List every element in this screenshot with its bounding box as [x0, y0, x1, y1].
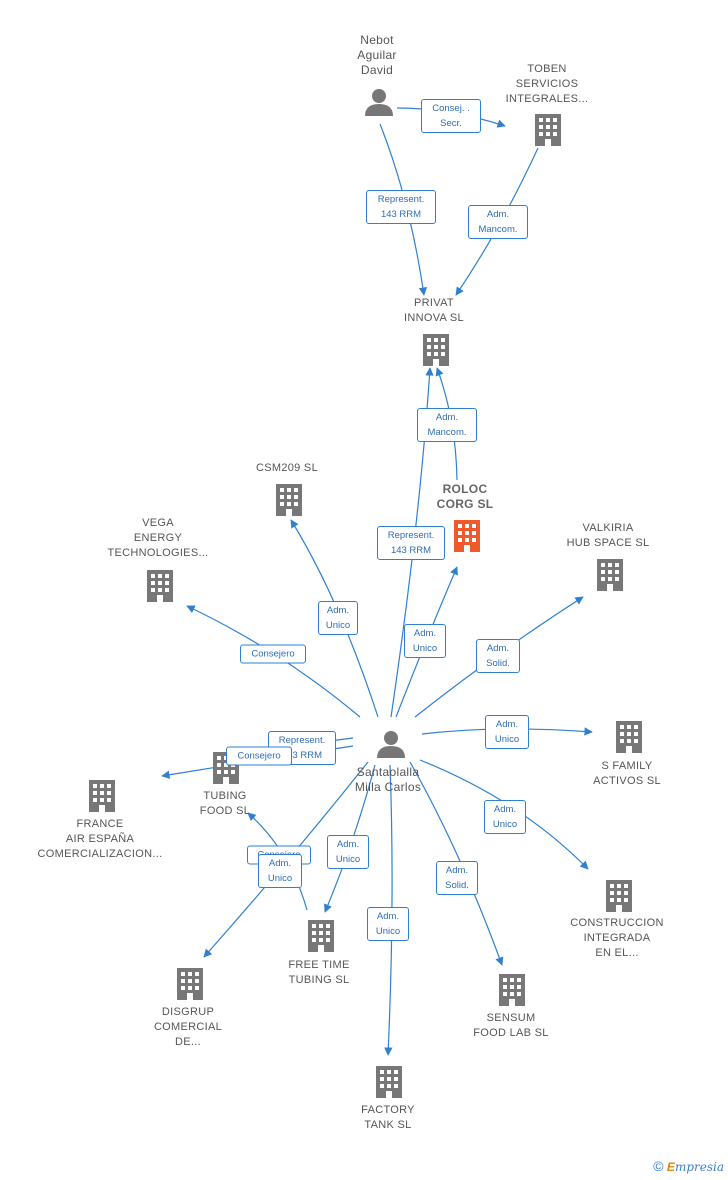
edge-label-sant-factory[interactable]: Adm. Unico — [367, 907, 409, 941]
building-icon-vega[interactable] — [147, 570, 173, 602]
building-icon-construccion[interactable] — [606, 880, 632, 912]
edge-label-sant-csm209[interactable]: Adm. Unico — [318, 601, 358, 635]
edge-sant-sensum — [409, 761, 504, 966]
building-icon-sfamily[interactable] — [616, 721, 642, 753]
node-label-freetime[interactable]: FREE TIME TUBING SL — [288, 959, 350, 986]
building-icon-toben[interactable] — [535, 114, 561, 146]
node-label-tubing[interactable]: TUBING FOOD SL — [199, 790, 251, 817]
copyright-icon: © — [653, 1158, 664, 1174]
edge-label-nebot-privat[interactable]: Represent. 143 RRM — [366, 190, 436, 224]
edge-label-sant-roloc[interactable]: Adm. Unico — [404, 624, 446, 658]
brand-name: mpresia — [674, 1160, 724, 1174]
edge-label-sant-france[interactable]: Consejero — [226, 746, 292, 766]
node-label-csm209[interactable]: CSM209 SL — [255, 462, 318, 474]
person-icon-nebot[interactable] — [365, 89, 393, 116]
node-label-factory[interactable]: FACTORY TANK SL — [361, 1104, 415, 1131]
edge-label-sant-construccion[interactable]: Adm. Unico — [484, 800, 526, 834]
node-label-vega[interactable]: VEGA ENERGY TECHNOLOGIES... — [107, 517, 209, 559]
node-label-toben[interactable]: TOBEN SERVICIOS INTEGRALES... — [505, 63, 589, 105]
node-label-sensum[interactable]: SENSUM FOOD LAB SL — [473, 1012, 549, 1039]
edge-label-sant-disgrup[interactable]: Adm. Unico — [258, 854, 302, 888]
edge-label-sant-vega[interactable]: Consejero — [240, 644, 306, 664]
edge-label-sant-freetime[interactable]: Adm. Unico — [327, 835, 369, 869]
node-label-santaolalla[interactable]: Santaolalla Milla Carlos — [354, 765, 422, 794]
building-icon-valkiria[interactable] — [597, 559, 623, 591]
node-label-disgrup[interactable]: DISGRUP COMERCIAL DE... — [153, 1006, 223, 1048]
edge-label-roloc-privat[interactable]: Adm. Mancom. — [417, 408, 477, 442]
edge-sant-factory — [384, 764, 393, 1056]
node-label-roloc[interactable]: ROLOC CORG SL — [436, 482, 494, 511]
edge-label-toben-privat[interactable]: Adm. Mancom. — [468, 205, 528, 239]
node-label-sfamily[interactable]: S FAMILY ACTIVOS SL — [593, 760, 661, 787]
edge-label-nebot-toben[interactable]: Consej. . Secr. — [421, 99, 481, 133]
building-icon-roloc[interactable] — [454, 520, 480, 552]
footer-brand: © Empresia — [653, 1158, 724, 1174]
building-icon-freetime[interactable] — [308, 920, 334, 952]
building-icon-factory[interactable] — [376, 1066, 402, 1098]
node-label-valkiria[interactable]: VALKIRIA HUB SPACE SL — [566, 522, 650, 549]
building-icon-france[interactable] — [89, 780, 115, 812]
node-label-france[interactable]: FRANCE AIR ESPAÑA COMERCIALIZACION... — [37, 818, 163, 860]
brand-e: E — [666, 1160, 675, 1174]
edge-label-sant-sensum[interactable]: Adm. Solid. — [436, 861, 478, 895]
person-icon-santaolalla[interactable] — [377, 731, 405, 758]
building-icon-disgrup[interactable] — [177, 968, 203, 1000]
node-label-privat[interactable]: PRIVAT INNOVA SL — [404, 297, 464, 324]
node-label-nebot[interactable]: Nebot Aguilar David — [357, 33, 397, 77]
edge-label-sant-valkiria[interactable]: Adm. Solid. — [476, 639, 520, 673]
edge-label-sant-privat[interactable]: Represent. 143 RRM — [377, 526, 445, 560]
building-icon-privat[interactable] — [423, 334, 449, 366]
edge-label-sant-sfamily[interactable]: Adm. Unico — [485, 715, 529, 749]
building-icon-sensum[interactable] — [499, 974, 525, 1006]
node-label-construccion[interactable]: CONSTRUCCION INTEGRADA EN EL... — [570, 917, 664, 959]
building-icon-csm209[interactable] — [276, 484, 302, 516]
